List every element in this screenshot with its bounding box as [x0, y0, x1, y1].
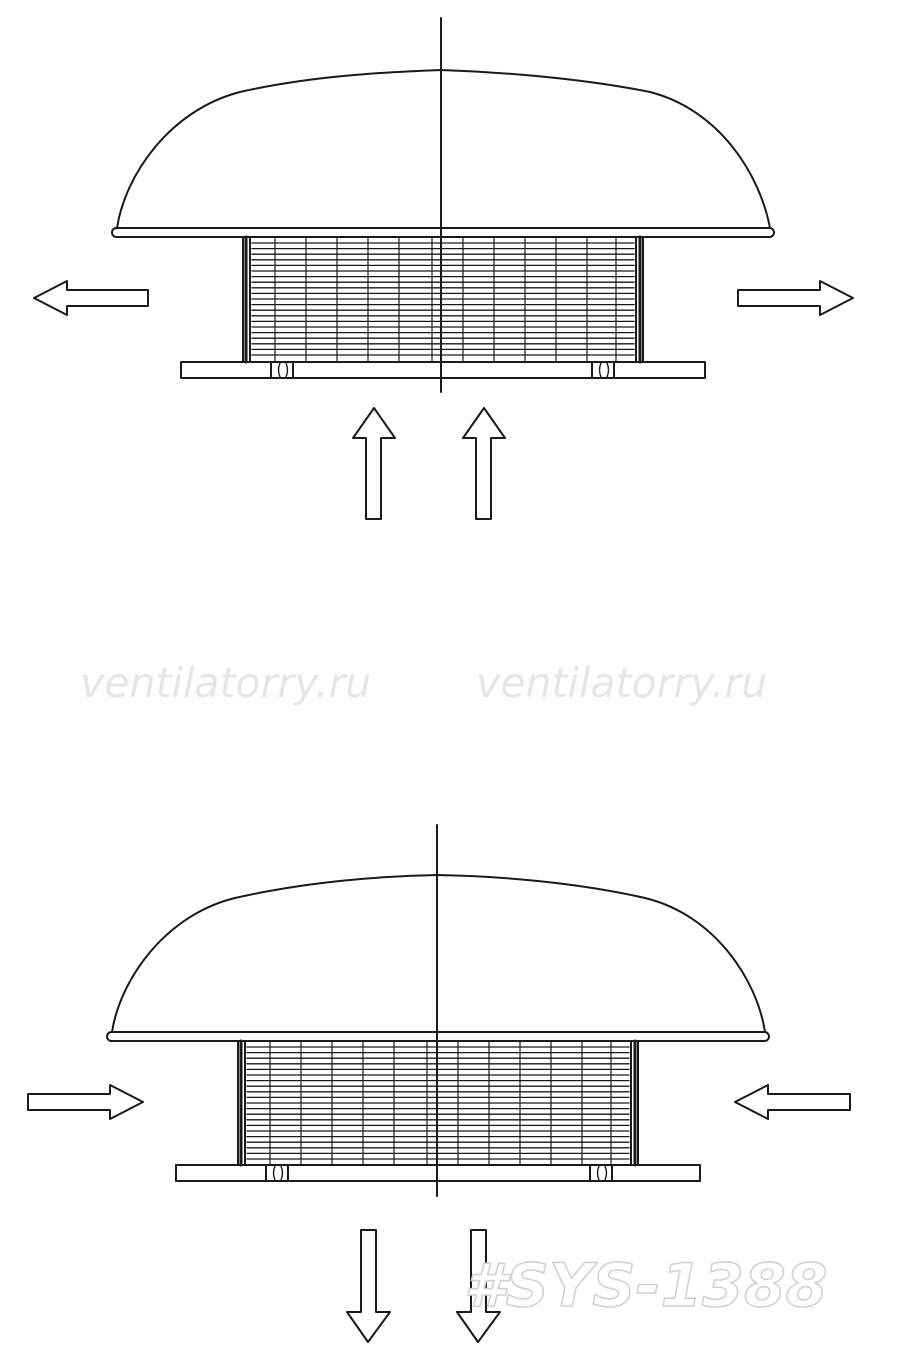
fan-hood: [111, 874, 766, 1033]
watermark-text-right: ventilatorry.ru: [476, 659, 767, 707]
mount-foot-left: [265, 1164, 289, 1182]
mount-foot-right: [591, 361, 615, 379]
mount-foot-left: [270, 361, 294, 379]
base-plate: [180, 361, 706, 379]
mount-foot-right: [589, 1164, 613, 1182]
outflow-arrow-down-right: [456, 1229, 501, 1343]
outflow-arrow-right: [737, 280, 854, 316]
inflow-arrow-right: [734, 1084, 851, 1120]
fan-supply-mode: [27, 824, 851, 1343]
inflow-arrow-up-right: [462, 407, 506, 520]
hood-rim: [111, 227, 775, 238]
grille-vertical-bars: [269, 1040, 612, 1166]
watermark-text-left: ventilatorry.ru: [80, 659, 371, 707]
outflow-arrow-down-left: [346, 1229, 391, 1343]
grille-vertical-bars: [274, 236, 617, 363]
grille-horizontal-bars: [251, 242, 635, 356]
outflow-arrow-left: [33, 280, 149, 316]
fan-hood: [116, 69, 771, 229]
fan-exhaust-mode: [33, 17, 854, 520]
fan-grille: [242, 235, 644, 364]
badge-text: #SYS-1388: [464, 1251, 828, 1321]
inflow-arrow-up-left: [352, 407, 396, 520]
inflow-arrow-left: [27, 1084, 144, 1120]
